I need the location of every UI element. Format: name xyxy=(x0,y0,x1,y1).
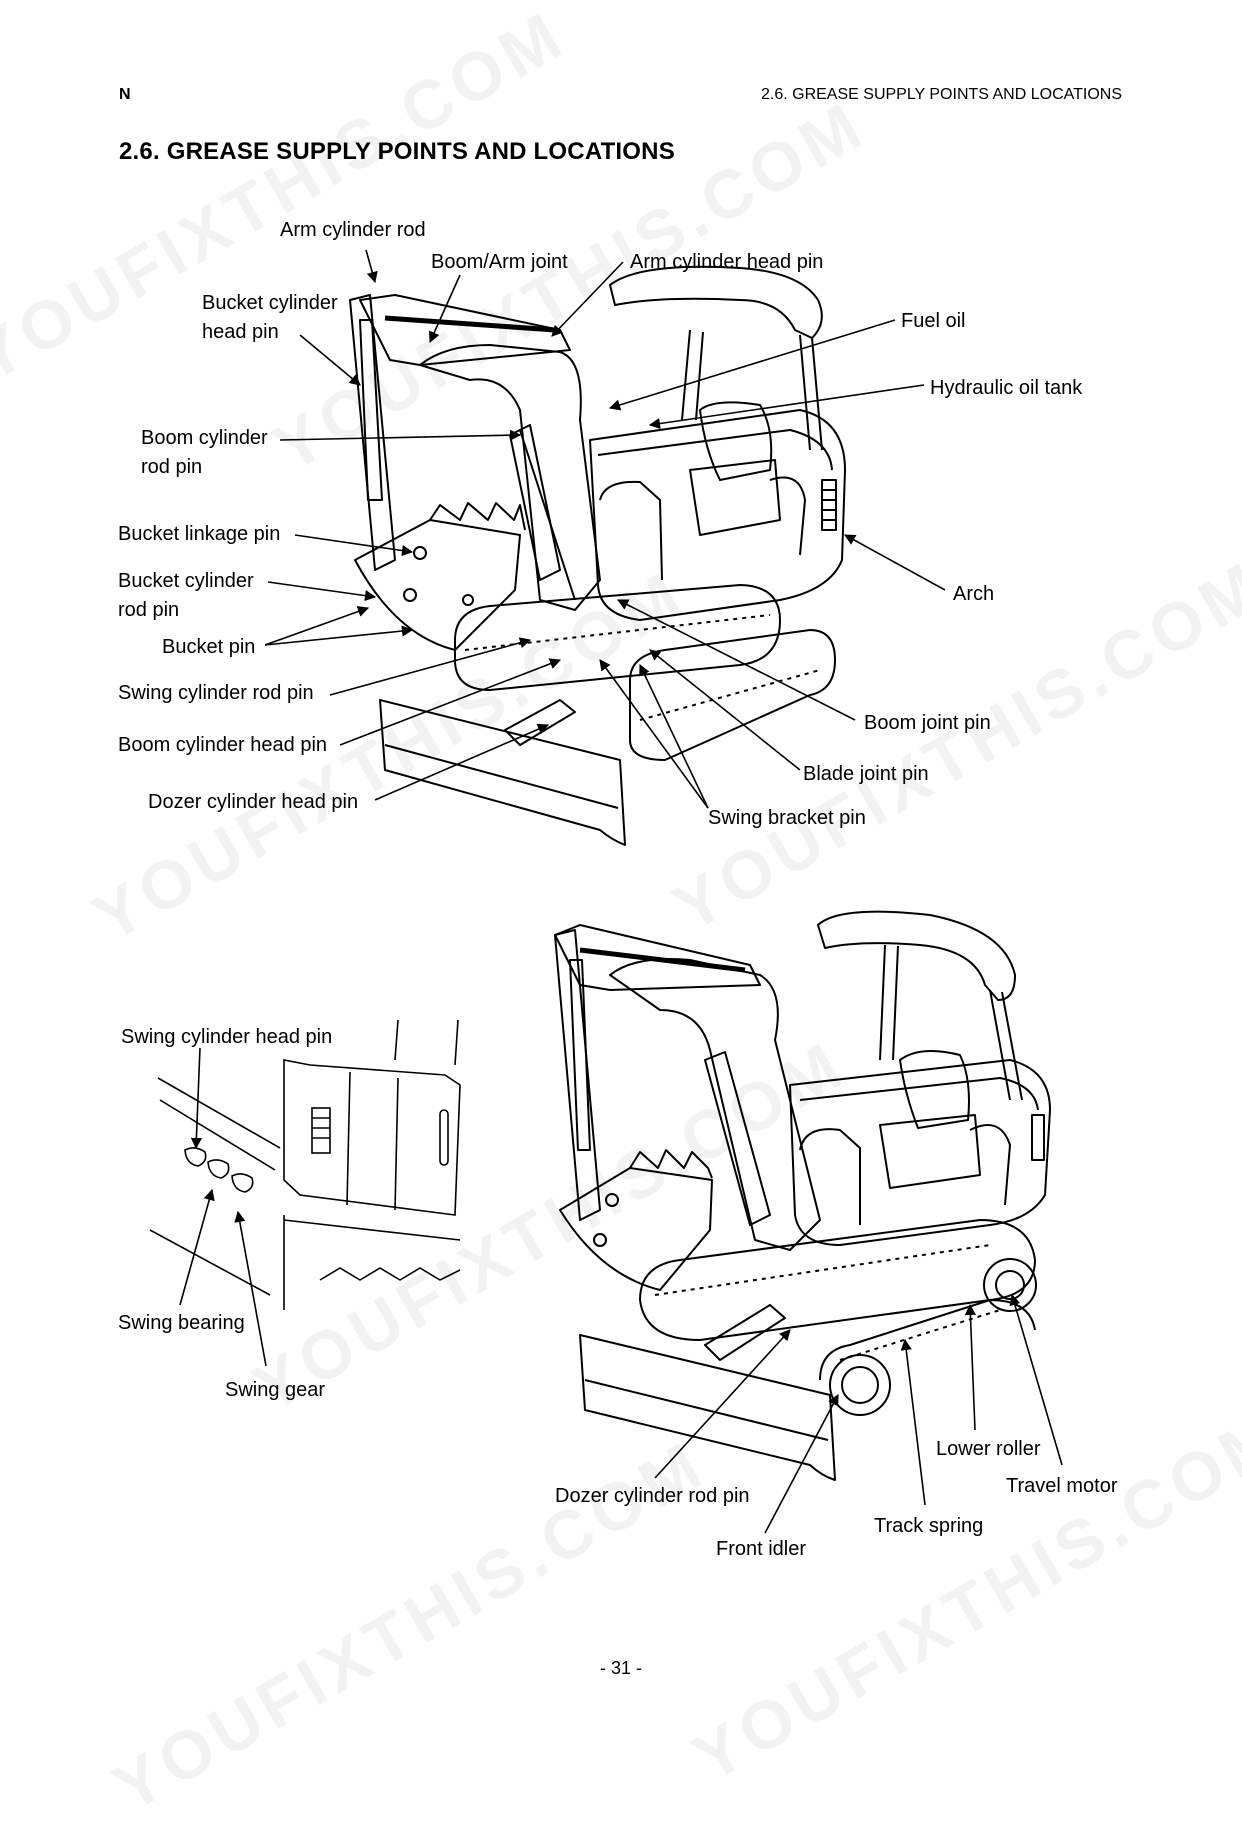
label-boom-joint-pin: Boom joint pin xyxy=(864,712,991,734)
label-arm-cylinder-head-pin: Arm cylinder head pin xyxy=(630,251,824,273)
label-swing-cylinder-head-pin: Swing cylinder head pin xyxy=(121,1026,333,1048)
header-right: 2.6. GREASE SUPPLY POINTS AND LOCATIONS xyxy=(761,86,1122,103)
header-left: N xyxy=(119,86,131,103)
label-dozer-cylinder-head-pin: Dozer cylinder head pin xyxy=(148,791,359,813)
label-bucket-linkage-pin: Bucket linkage pin xyxy=(118,523,281,545)
label-arm-cylinder-rod: Arm cylinder rod xyxy=(280,219,426,241)
excavator-diagram xyxy=(149,249,1063,1534)
label-boom-cylinder-head-pin: Boom cylinder head pin xyxy=(118,734,328,756)
label-travel-motor: Travel motor xyxy=(1006,1475,1118,1497)
label-track-spring: Track spring xyxy=(874,1515,984,1537)
label-bucket-pin: Bucket pin xyxy=(162,636,256,658)
label-boom-arm-joint: Boom/Arm joint xyxy=(431,251,568,273)
label-front-idler: Front idler xyxy=(716,1538,807,1560)
label-swing-bearing: Swing bearing xyxy=(118,1312,245,1334)
label-arch: Arch xyxy=(953,583,995,605)
excavator-top-drawing xyxy=(349,265,846,846)
label-blade-joint-pin: Blade joint pin xyxy=(803,763,929,785)
swing-detail-drawing xyxy=(149,1019,461,1310)
leader-lines-top xyxy=(264,249,946,809)
label-swing-gear: Swing gear xyxy=(225,1379,326,1401)
label-boom-cylinder-rod-pin: Boom cylinder rod pin xyxy=(141,427,268,478)
excavator-bottom-drawing xyxy=(554,910,1051,1481)
label-bucket-cylinder-rod-pin: Bucket cylinder rod pin xyxy=(118,570,254,621)
label-dozer-cylinder-rod-pin: Dozer cylinder rod pin xyxy=(555,1485,750,1507)
page-number: - 31 - xyxy=(599,1658,642,1678)
label-swing-bracket-pin: Swing bracket pin xyxy=(708,807,866,829)
label-swing-cylinder-rod-pin: Swing cylinder rod pin xyxy=(118,682,314,704)
label-hydraulic-oil-tank: Hydraulic oil tank xyxy=(930,377,1083,399)
label-fuel-oil: Fuel oil xyxy=(901,310,966,332)
page-title: 2.6. GREASE SUPPLY POINTS AND LOCATIONS xyxy=(119,138,675,165)
label-lower-roller: Lower roller xyxy=(936,1438,1041,1460)
label-bucket-cylinder-head-pin: Bucket cylinder head pin xyxy=(202,292,338,343)
leader-lines-bottom xyxy=(179,1047,1063,1534)
